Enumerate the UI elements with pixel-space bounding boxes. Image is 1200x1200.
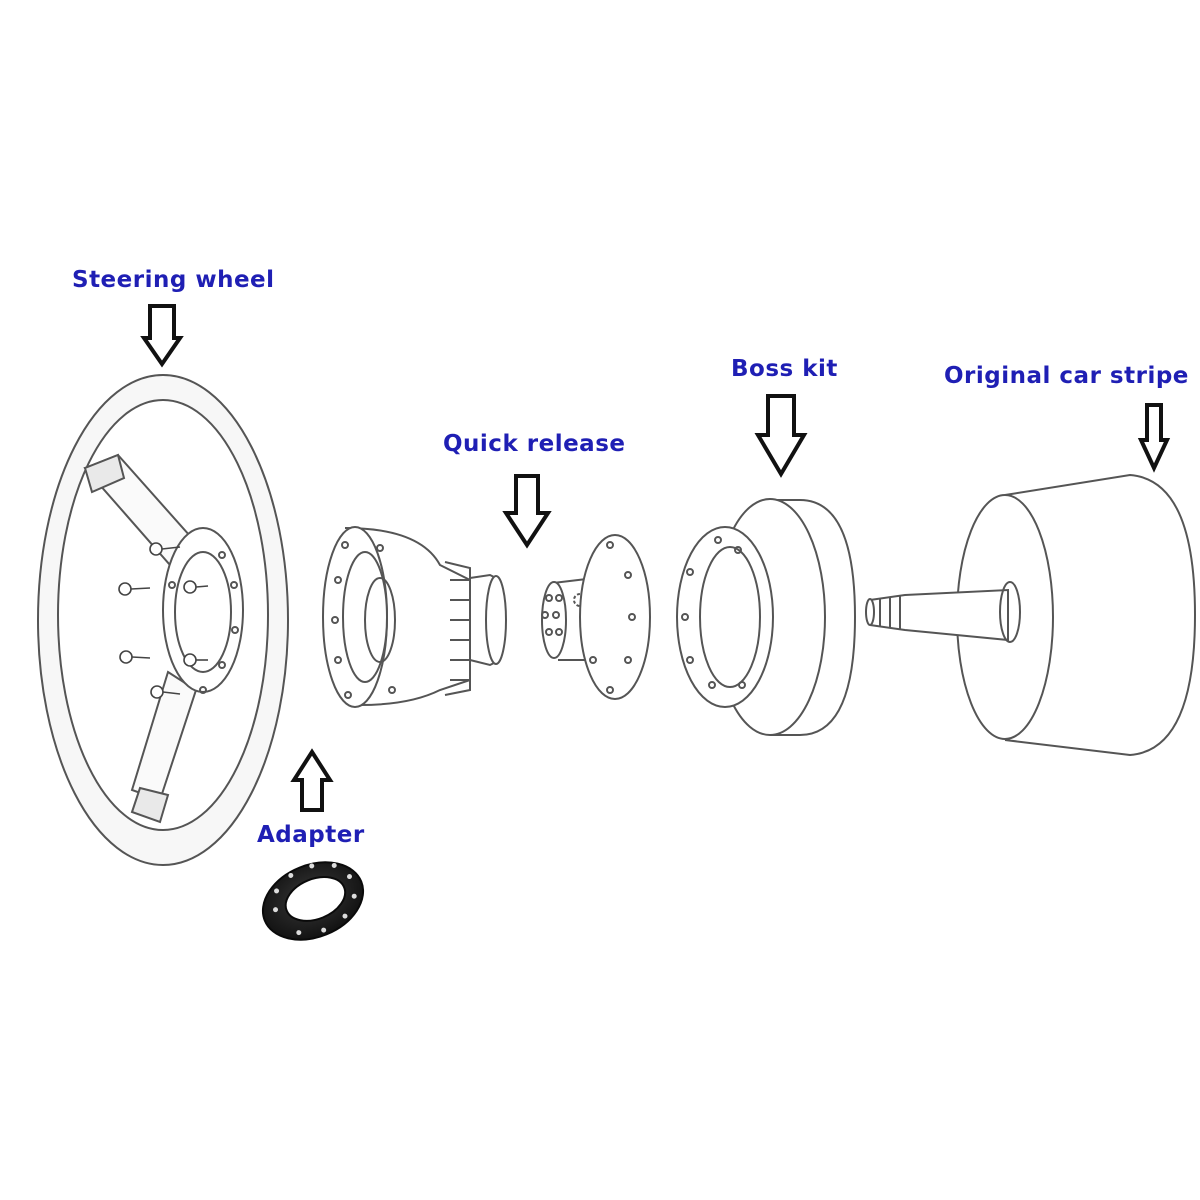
hollow-up-arrow-icon xyxy=(290,748,334,812)
steering-wheel-label: Steering wheel xyxy=(72,267,275,293)
hub-bolts xyxy=(118,542,209,699)
quick-release-plate xyxy=(541,534,651,700)
steering-wheel xyxy=(37,374,289,866)
hollow-down-arrow-icon xyxy=(502,474,552,549)
boss-kit xyxy=(676,498,857,736)
hollow-down-arrow-icon xyxy=(140,304,184,368)
boss-kit-label: Boss kit xyxy=(731,356,838,382)
hollow-down-arrow-icon xyxy=(1137,403,1171,473)
quick-release-hub xyxy=(322,526,507,708)
quick-release-label: Quick release xyxy=(443,431,626,457)
original-car-stripe-label: Original car stripe xyxy=(944,363,1189,389)
original-car-column xyxy=(865,473,1197,757)
adapter-label: Adapter xyxy=(257,822,365,848)
adapter-ring xyxy=(261,861,365,941)
hollow-down-arrow-icon xyxy=(754,394,808,478)
